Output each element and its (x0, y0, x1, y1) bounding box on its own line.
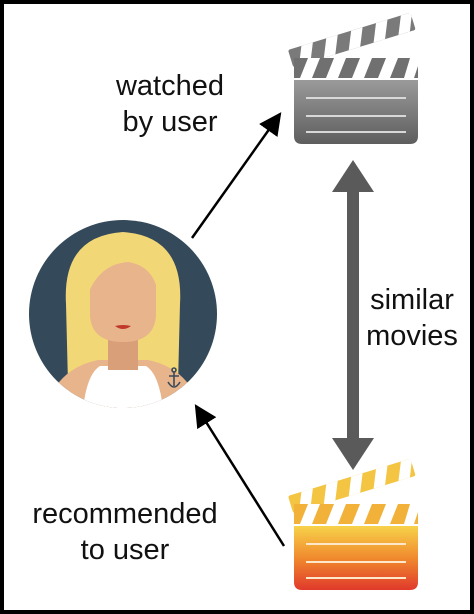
recommended-arrow (194, 404, 286, 547)
watched-label-line-2: by user (122, 106, 218, 138)
user-avatar-icon (29, 220, 217, 408)
similar-movies-label: similar movies (356, 282, 468, 354)
recommended-label-line-1: recommended (32, 498, 218, 530)
similarity-double-arrow (332, 160, 374, 470)
recommended-movie-clapperboard-icon (288, 458, 418, 590)
watched-by-user-label: watched by user (100, 68, 240, 140)
watched-movie-clapperboard-icon (288, 12, 418, 144)
watched-arrow (190, 112, 282, 239)
similar-label-line-1: similar (370, 284, 454, 316)
diagram-graphics (29, 12, 418, 590)
watched-label-line-1: watched (115, 70, 224, 102)
similar-label-line-2: movies (366, 320, 458, 352)
diagram-canvas: watched by user similar movies recommend… (4, 4, 470, 610)
recommended-label-line-2: to user (80, 534, 170, 566)
recommended-to-user-label: recommended to user (10, 496, 240, 568)
